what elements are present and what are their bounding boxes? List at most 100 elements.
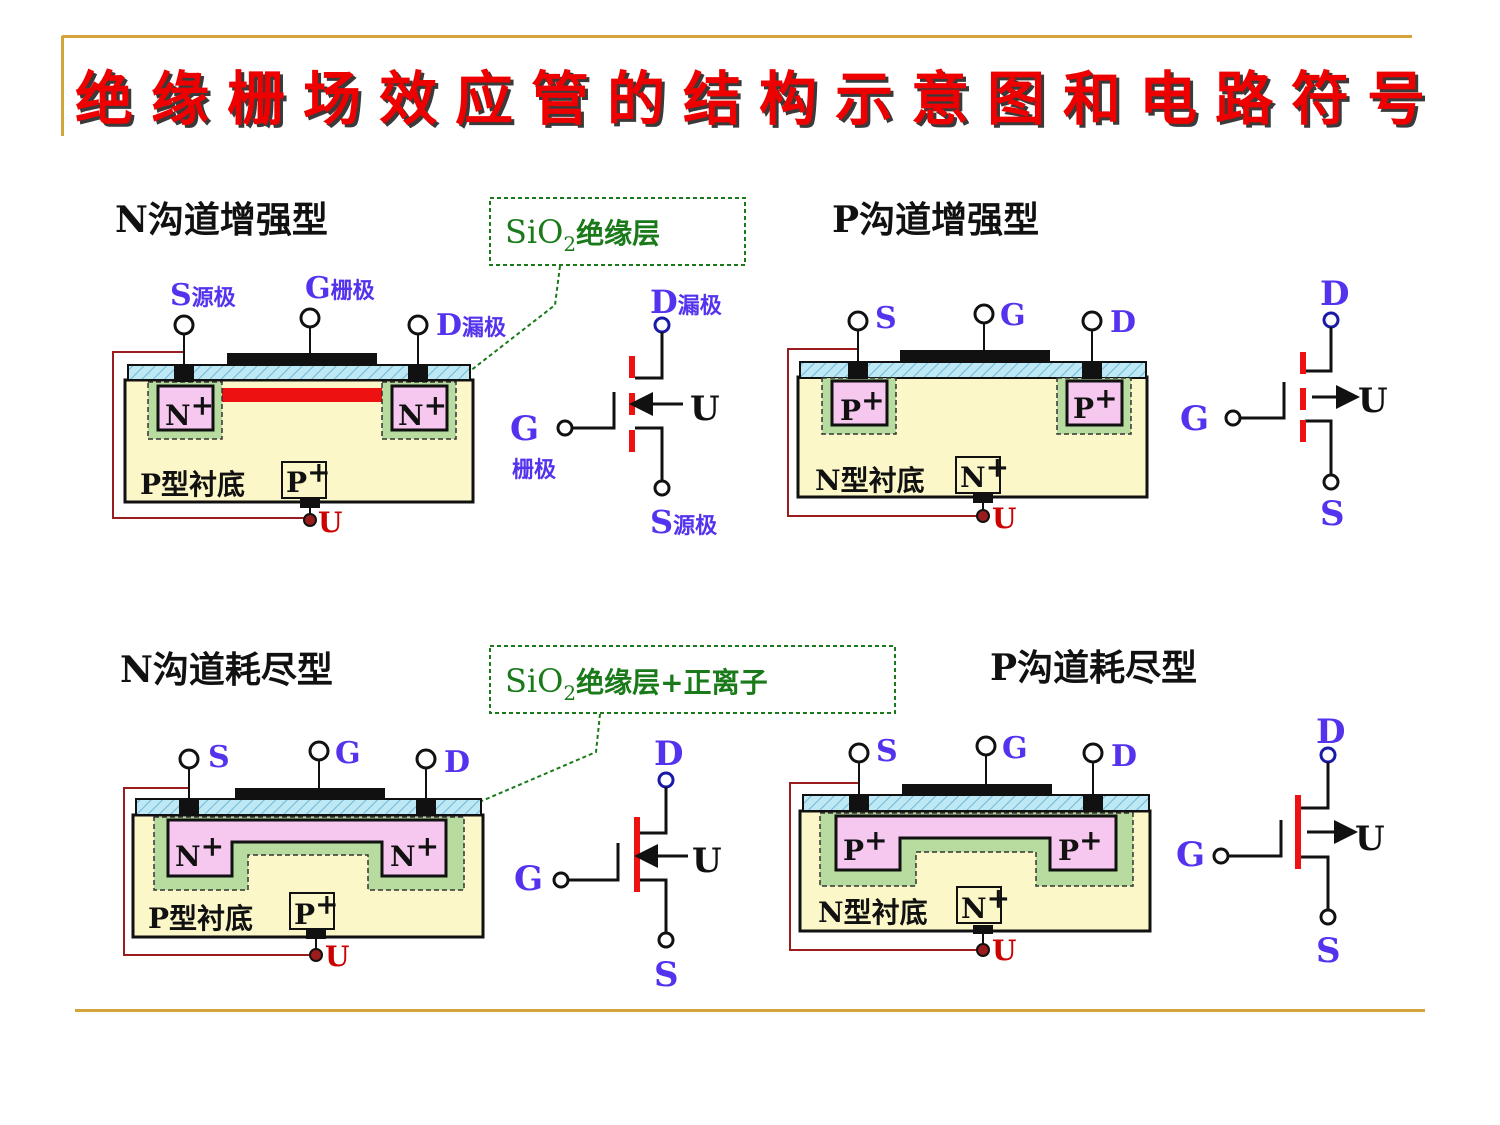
n-plus-source (156, 384, 215, 432)
symbol-source-label: S源极 (650, 503, 718, 541)
substrate-label: P型衬底 (140, 468, 245, 501)
sio2-layer (799, 361, 1147, 379)
source-label: S (208, 740, 230, 775)
n-plus-drain (390, 384, 449, 432)
symbol-u-label: U (690, 389, 720, 429)
drain-contact (408, 364, 428, 382)
oxide-callout-leader (469, 713, 601, 807)
p-plus-drain (1065, 379, 1124, 427)
gate-metal (900, 350, 1050, 361)
substrate-label: N型衬底 (818, 896, 928, 929)
symbol-drain-label: D (1316, 712, 1345, 752)
p-plus-source (830, 379, 889, 427)
substrate-u-label: U (992, 502, 1016, 535)
substrate-terminal (976, 509, 990, 523)
substrate-u-label: U (318, 506, 342, 539)
symbol-gate-label: G (1180, 399, 1209, 439)
n-plus-regions-with-channel (166, 818, 448, 878)
gate-label: G (335, 736, 361, 771)
source-label: S (876, 734, 898, 769)
drain-label: D漏极 (436, 308, 507, 343)
gate-terminal (308, 740, 330, 762)
gate-terminal (299, 307, 321, 329)
symbol-gate-label: G (510, 409, 539, 449)
source-label: S (875, 301, 897, 336)
gate-metal (227, 353, 377, 364)
gate-label: G (1000, 298, 1026, 333)
drain-region-label: N+ (398, 389, 447, 432)
source-label: S源极 (170, 278, 237, 313)
source-contact (174, 364, 194, 382)
substrate-terminal (309, 948, 323, 962)
heading-n-enhancement: N沟道增强型 (115, 199, 328, 241)
source-terminal (178, 748, 200, 770)
p-plus-regions-with-channel (834, 814, 1118, 872)
substrate-label: P型衬底 (148, 902, 253, 935)
slide-frame-left (61, 36, 64, 136)
sio2-layer (127, 364, 471, 381)
oxide-callout-box (489, 197, 746, 266)
symbol-gate-cn: 栅极 (512, 458, 557, 483)
symbol-source-label: S (1320, 494, 1345, 534)
gate-metal (235, 788, 385, 799)
heading-p-depletion: P沟道耗尽型 (990, 647, 1197, 689)
drain-region-label: N+ (390, 830, 439, 873)
gate-terminal (975, 735, 997, 757)
substrate-u-label: U (992, 934, 1016, 967)
symbol-source-label: S (1316, 931, 1341, 971)
substrate-wire (787, 348, 982, 517)
oxide-callout-text: SiO2绝缘层+正离子 (505, 662, 768, 705)
substrate-contact-label: P+ (294, 888, 339, 931)
drain-label: D (1111, 739, 1137, 774)
substrate-terminal (976, 943, 990, 957)
heading-n-depletion: N沟道耗尽型 (120, 649, 333, 691)
symbol-n-enhancement: D漏极 G 栅极 S源极 U (510, 283, 723, 541)
gate-label: G (1002, 731, 1028, 766)
substrate-contact-label: N+ (961, 882, 1010, 925)
source-region-label: P+ (840, 384, 885, 427)
source-terminal (847, 310, 869, 332)
gate-label: G栅极 (305, 271, 376, 306)
oxide-callout-box (489, 645, 896, 714)
symbol-n-depletion: D G S U (514, 734, 722, 995)
gate-terminal (973, 303, 995, 325)
symbol-u-label: U (1355, 819, 1385, 859)
substrate-u-label: U (325, 940, 349, 973)
source-region-label: N+ (175, 830, 224, 873)
substrate-label: N型衬底 (815, 464, 925, 497)
symbol-drain-label: D漏极 (650, 283, 723, 321)
drain-region-label: P+ (1058, 824, 1103, 867)
drain-region-label: P+ (1073, 382, 1118, 425)
slide-frame-bottom (75, 1009, 1425, 1012)
substrate-contact-box (281, 461, 327, 499)
source-region-label: P+ (843, 824, 888, 867)
induced-channel (218, 388, 386, 402)
symbol-p-depletion: D G S U (1176, 712, 1385, 971)
symbol-gate-label: G (1176, 835, 1205, 875)
drain-terminal (415, 748, 437, 770)
drain-terminal (407, 314, 429, 336)
panel-n-depletion: N沟道耗尽型 SiO2绝缘层+正离子 N+ N+ S G D P型衬底 P+ U (120, 645, 896, 995)
substrate-wire (112, 351, 310, 519)
source-terminal (848, 742, 870, 764)
drain-terminal (1082, 742, 1104, 764)
symbol-u-label: U (692, 841, 722, 881)
substrate-terminal (303, 513, 317, 527)
gate-metal (902, 784, 1052, 795)
substrate-contact-label: N+ (960, 451, 1009, 494)
slide-title: 绝缘栅场效应管的结构示意图和电路符号 (75, 65, 1444, 133)
symbol-drain-label: D (654, 734, 683, 774)
oxide-callout-leader (464, 265, 561, 376)
drain-label: D (1110, 305, 1136, 340)
substrate-wire (123, 787, 316, 956)
panel-p-depletion: P沟道耗尽型 P+ P+ S G D N型衬底 N+ U (789, 647, 1385, 971)
symbol-drain-label: D (1320, 274, 1349, 314)
symbol-p-enhancement: D G S U (1180, 274, 1388, 534)
panel-p-enhancement: P沟道增强型 P+ P+ S G D N型衬底 N+ U (787, 199, 1388, 535)
slide-frame-top (62, 35, 1412, 38)
drain-terminal (1081, 310, 1103, 332)
heading-p-enhancement: P沟道增强型 (832, 199, 1039, 241)
symbol-u-label: U (1358, 381, 1388, 421)
symbol-gate-label: G (514, 859, 543, 899)
symbol-source-label: S (654, 955, 679, 995)
